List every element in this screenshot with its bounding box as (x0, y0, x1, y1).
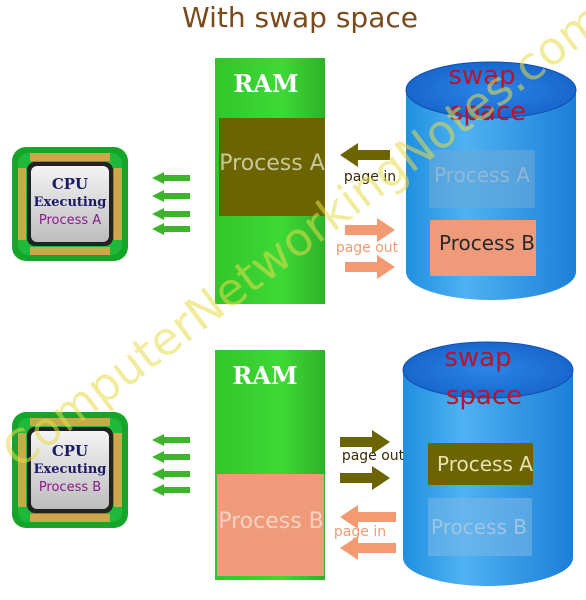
cpu-line3: Process A (39, 213, 101, 228)
swap-slot-solid (430, 220, 536, 276)
page-in-arrows: page in (334, 505, 396, 560)
swap-line2: space (446, 381, 522, 411)
swap-slot-solid (428, 443, 533, 485)
cpu-chip: CPU Executing Process B (12, 412, 128, 528)
swap-process-solid: Process B (439, 231, 535, 255)
cpu-line1: CPU (52, 175, 88, 193)
swap-process-faded: Process A (434, 163, 530, 187)
cpu-fetch-arrows (152, 434, 190, 496)
swap-slot-faded (428, 498, 532, 556)
diagram-title: With swap space (182, 1, 418, 34)
page-out-label: page out (336, 240, 399, 256)
cpu-line2: Executing (34, 462, 107, 477)
cpu-fetch-arrows (152, 172, 190, 235)
top-scene: CPU Executing Process A RAM Process A pa… (12, 58, 577, 304)
ram-label: RAM (233, 69, 298, 98)
page-in-label: page in (334, 524, 386, 540)
ram-block: RAM Process B (215, 350, 325, 580)
ram-process-slot (219, 118, 325, 216)
swap-slot-faded (429, 150, 535, 208)
page-in-arrow: page in (340, 143, 396, 185)
swap-cylinder: swap space Process A Process B (405, 61, 577, 300)
cpu-line1: CPU (52, 442, 88, 460)
swap-process-faded: Process B (431, 515, 527, 539)
swap-cylinder: swap space Process A Process B (402, 341, 574, 586)
ram-block: RAM Process A (215, 58, 325, 304)
swap-line1: swap (448, 61, 515, 91)
page-out-arrows: page out (336, 218, 399, 279)
swap-process-solid: Process A (437, 452, 533, 476)
ram-process-slot (217, 474, 324, 576)
swap-line1: swap (444, 343, 511, 373)
ram-label: RAM (232, 361, 297, 390)
page-in-label: page in (344, 169, 396, 185)
page-out-label: page out (342, 448, 405, 464)
cpu-chip: CPU Executing Process A (12, 147, 128, 261)
ram-process-label: Process B (218, 509, 324, 534)
bottom-scene: CPU Executing Process B RAM Process B pa… (12, 341, 574, 586)
cpu-line2: Executing (34, 195, 107, 210)
chip-pins (18, 418, 122, 522)
swap-line2: space (450, 97, 526, 127)
ram-process-label: Process A (219, 151, 325, 176)
page-out-arrows: page out (340, 430, 405, 490)
chip-pins (18, 153, 122, 255)
cpu-line3: Process B (39, 480, 101, 495)
